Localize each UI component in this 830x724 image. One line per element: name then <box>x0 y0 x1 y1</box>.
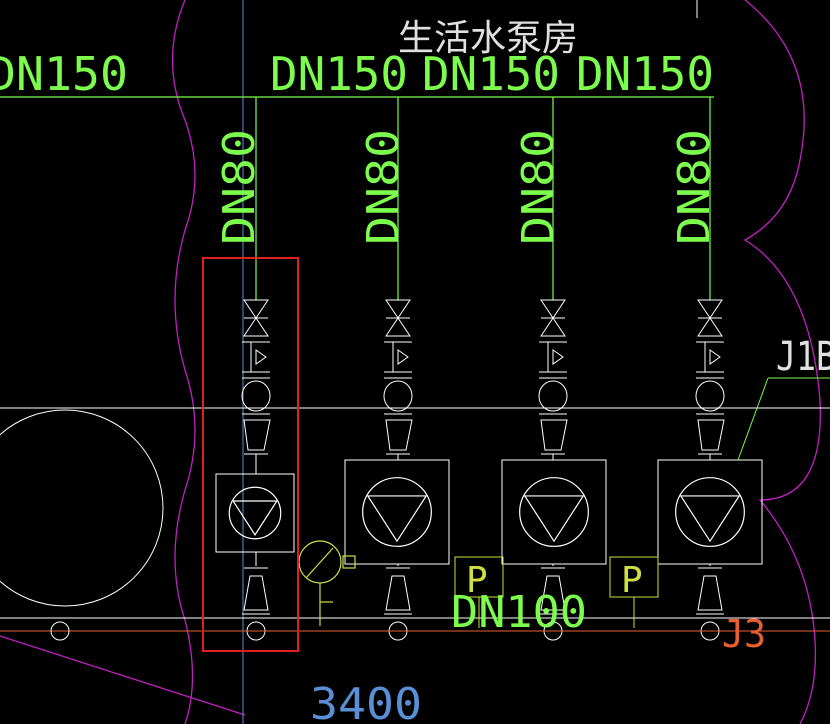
pump-icon <box>675 477 745 547</box>
pump-set-0 <box>215 97 295 641</box>
branch-pipe-label-1: DN80 <box>358 129 409 245</box>
wall-arc-left <box>171 0 196 724</box>
pump-triangle <box>232 500 278 536</box>
pump-icon <box>362 477 432 547</box>
pump-housing <box>344 459 450 565</box>
gate-valve-icon <box>540 299 566 337</box>
dn100-label: DN100 <box>451 587 587 638</box>
gate-valve-icon <box>243 299 269 337</box>
pump-housing <box>215 473 295 553</box>
branch-pipe-label-0: DN80 <box>214 129 265 245</box>
branch-pipe-label-3: DN80 <box>669 129 720 245</box>
flexible-joint <box>383 380 413 412</box>
flexible-joint <box>241 380 271 412</box>
gauge-needle <box>305 547 334 579</box>
pump-base <box>0 407 830 619</box>
pump-housing <box>501 459 607 565</box>
reducer-lower <box>385 575 411 611</box>
pump-set-3 <box>657 97 763 641</box>
reducer-lower <box>540 575 566 611</box>
gate-valve-icon <box>697 299 723 337</box>
tag-j1b: J1B <box>776 334 830 380</box>
main-pipe-label-2: DN150 <box>422 47 560 101</box>
pump-icon <box>519 477 589 547</box>
suction-node-0 <box>50 621 70 641</box>
pump-triangle <box>523 495 585 543</box>
check-valve-icon <box>552 349 564 365</box>
reducer-upper <box>540 419 568 451</box>
selection-highlight <box>202 257 299 652</box>
main-pipe-label-1: DN150 <box>270 47 408 101</box>
pump-housing <box>657 459 763 565</box>
pump-triangle <box>366 495 428 543</box>
j1b-leader <box>737 377 830 461</box>
branch-pipe-label-2: DN80 <box>513 129 564 245</box>
pressure-boxes <box>454 556 659 628</box>
main-pipe-label-3: DN150 <box>576 47 714 101</box>
wall-arc-right <box>743 0 822 724</box>
check-valve-icon <box>709 349 721 365</box>
drawing-title: 生活水泵房 <box>398 18 578 59</box>
check-valve-icon <box>397 349 409 365</box>
pressure-label-2: P <box>621 560 643 601</box>
pressure-label-1: P <box>466 560 488 601</box>
tank-circle <box>0 409 164 607</box>
gauge-port <box>342 555 356 569</box>
tag-j3: J3 <box>722 612 766 656</box>
main-pipe-label-0: DN150 <box>0 47 128 101</box>
dimension-label: 3400 <box>310 679 422 724</box>
suction-nodes <box>50 621 70 641</box>
pressure-gauge-icon <box>298 540 356 626</box>
j1b-leader-diag <box>737 377 769 461</box>
pump-set-2 <box>501 97 607 641</box>
axis-lines <box>242 0 698 724</box>
pump-icon <box>228 486 282 540</box>
gate-valve-icon <box>385 299 411 337</box>
pump-triangle <box>679 495 741 543</box>
reducer-upper <box>697 419 725 451</box>
reducer-lower <box>243 575 269 611</box>
check-valve-icon <box>255 349 267 365</box>
reducer-upper <box>385 419 413 451</box>
flexible-joint <box>695 380 725 412</box>
wall-diagonal <box>0 635 246 716</box>
reducer-upper <box>243 419 271 451</box>
flexible-joint <box>538 380 568 412</box>
pump-sets <box>215 97 763 641</box>
reducer-lower <box>697 575 723 611</box>
